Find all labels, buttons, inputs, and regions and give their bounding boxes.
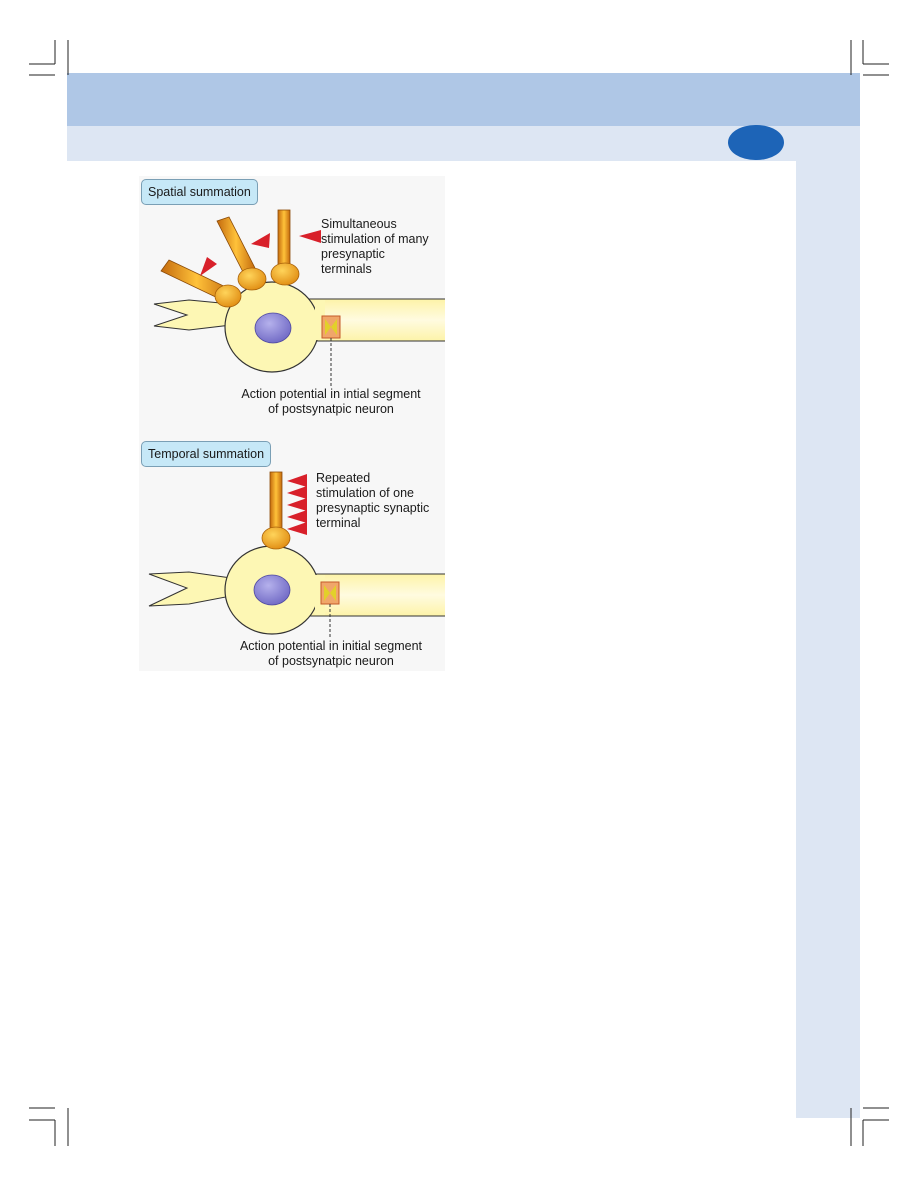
spatial-note-line: presynaptic (321, 247, 385, 261)
temporal-terminal (261, 471, 291, 550)
stimulus-arrow (287, 510, 307, 523)
spatial-caption-line: of postsynatpic neuron (268, 402, 394, 416)
stimulus-arrow (200, 257, 217, 276)
spatial-neuron (153, 209, 445, 386)
spatial-summation-tag: Spatial summation (141, 179, 258, 205)
spatial-note-line: stimulation of many (321, 232, 429, 246)
temporal-note-line: stimulation of one (316, 486, 414, 500)
stimulus-arrow (287, 522, 307, 535)
temporal-note-line: terminal (316, 516, 361, 530)
spatial-terminal-2 (216, 216, 267, 291)
stimulus-arrow (251, 233, 270, 248)
stimulus-arrow (299, 230, 321, 243)
temporal-note-line: Repeated (316, 471, 371, 485)
stimulus-arrow (287, 474, 307, 487)
spatial-note: Simultaneous stimulation of many presyna… (321, 217, 429, 277)
spatial-terminal-1 (160, 259, 242, 308)
spatial-note-line: terminals (321, 262, 372, 276)
temporal-neuron (148, 471, 445, 638)
temporal-caption-line: Action potential in initial segment (239, 639, 423, 653)
summation-figure: Spatial summation Simultaneous stimulati… (139, 176, 445, 671)
spatial-note-line: Simultaneous (321, 217, 397, 231)
temporal-caption: Action potential in initial segment of p… (221, 639, 441, 669)
side-margin-band (796, 161, 860, 1118)
header-band (67, 73, 860, 126)
temporal-summation-tag: Temporal summation (141, 441, 272, 467)
temporal-note: Repeated stimulation of one presynaptic … (316, 471, 429, 531)
neuron-illustration (148, 209, 445, 638)
subheader-band (67, 126, 860, 161)
page-number-badge (728, 125, 784, 160)
spatial-terminal-3 (270, 209, 300, 286)
stimulus-arrow (287, 498, 307, 511)
spatial-caption-line: Action potential in intial segment (241, 387, 421, 401)
spatial-caption: Action potential in intial segment of po… (221, 387, 441, 417)
stimulus-arrow (287, 486, 307, 499)
temporal-note-line: presynaptic synaptic (316, 501, 430, 515)
temporal-caption-line: of postsynatpic neuron (268, 654, 394, 668)
